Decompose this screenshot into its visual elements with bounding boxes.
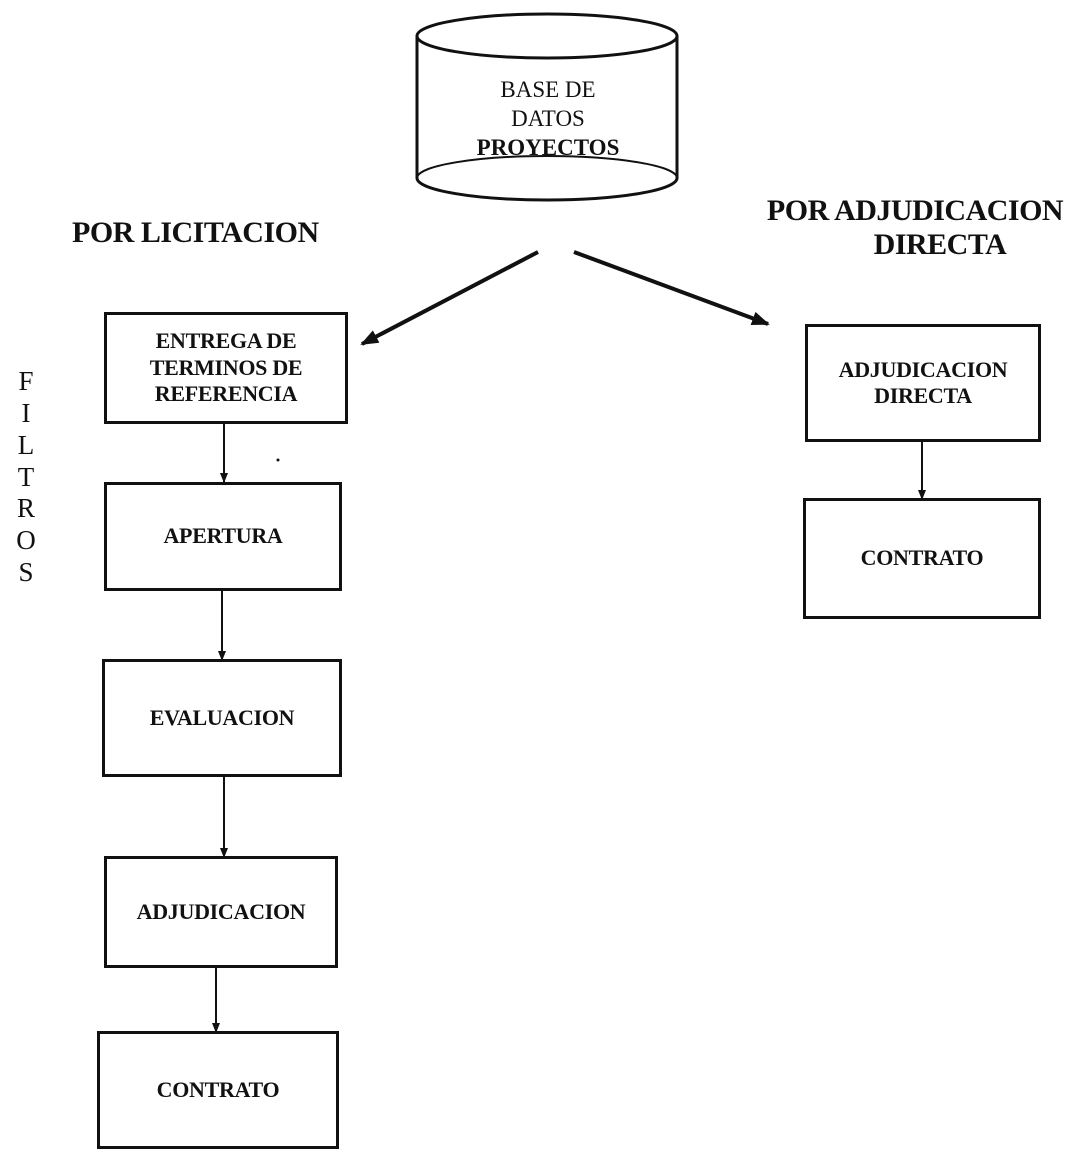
filtros-letter: T bbox=[17, 461, 35, 492]
heading-text: POR ADJUDICACION bbox=[766, 194, 1064, 227]
step-label-line: CONTRATO bbox=[860, 545, 984, 571]
database-label-line: DATOS bbox=[511, 105, 585, 131]
step-label-line: TERMINOS DE bbox=[149, 354, 303, 380]
step-label-line: DIRECTA bbox=[874, 383, 972, 408]
database-label-line: BASE DE bbox=[500, 77, 596, 102]
step-label-line: REFERENCIA bbox=[154, 381, 298, 407]
database-label: BASE DE DATOS PROYECTOS bbox=[418, 76, 678, 162]
step-label-line: CONTRATO bbox=[156, 1076, 280, 1102]
filtros-letter: L bbox=[17, 429, 35, 460]
filtros-letter: I bbox=[21, 397, 31, 428]
branch-arrow-right bbox=[573, 250, 770, 326]
step-adjudicacion-directa: ADJUDICACION DIRECTA bbox=[805, 324, 1041, 442]
step-apertura: APERTURA bbox=[104, 482, 342, 591]
heading-text: DIRECTA bbox=[873, 228, 1007, 261]
database-cylinder bbox=[415, 12, 679, 202]
database-label-line: PROYECTOS bbox=[476, 134, 620, 160]
step-label-line: ADJUDICACION bbox=[136, 898, 306, 924]
stray-dot bbox=[276, 458, 280, 462]
heading-text: POR LICITACION bbox=[72, 216, 319, 249]
heading-por-licitacion: POR LICITACION bbox=[72, 216, 319, 250]
step-label-line: ADJUDICACION bbox=[838, 356, 1008, 382]
filtros-letter: R bbox=[16, 493, 35, 524]
filtros-vertical-label: F I L T R O S bbox=[14, 366, 38, 589]
step-label-line: EVALUACION bbox=[149, 704, 295, 730]
branch-arrow-left bbox=[360, 250, 539, 346]
filtros-letter: F bbox=[18, 366, 34, 396]
step-label-line: APERTURA bbox=[163, 523, 283, 549]
step-label-line: ENTREGA DE bbox=[155, 328, 297, 354]
step-adjudicacion: ADJUDICACION bbox=[104, 856, 338, 968]
filtros-letter: O bbox=[16, 525, 36, 556]
filtros-letter: S bbox=[18, 557, 34, 588]
step-evaluacion: EVALUACION bbox=[102, 659, 342, 777]
step-contrato-directa: CONTRATO bbox=[803, 498, 1041, 619]
heading-por-adjudicacion-directa: POR ADJUDICACION DIRECTA bbox=[750, 194, 1080, 262]
step-contrato-licitacion: CONTRATO bbox=[97, 1031, 339, 1149]
step-entrega-terminos-referencia: ENTREGA DE TERMINOS DE REFERENCIA bbox=[104, 312, 348, 424]
